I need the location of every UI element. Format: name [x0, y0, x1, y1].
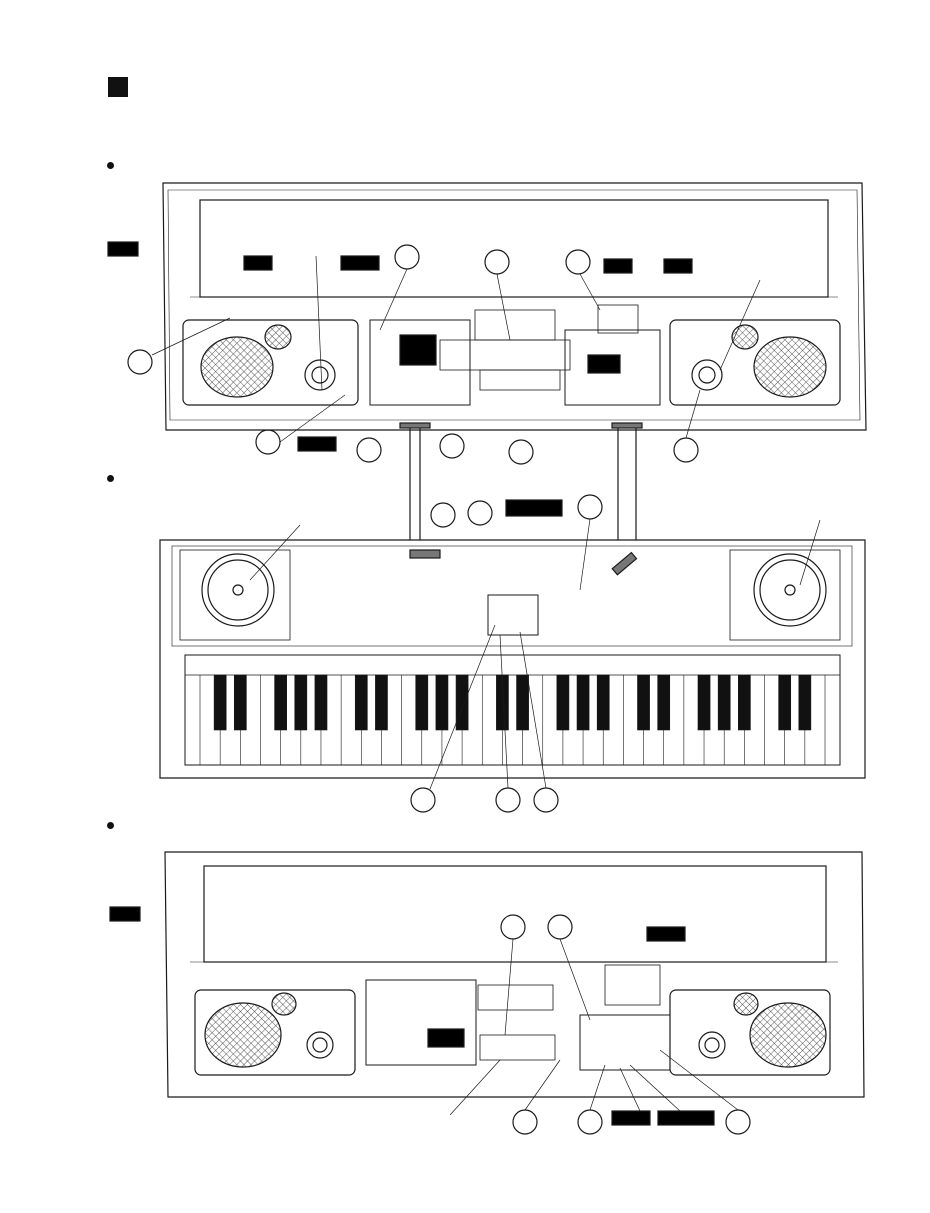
black-key	[233, 674, 247, 731]
black-key	[717, 674, 731, 731]
black-key	[657, 674, 671, 731]
black-key	[596, 674, 610, 731]
section-marker-square	[108, 77, 128, 97]
black-key	[213, 674, 227, 731]
keyboard	[184, 654, 841, 766]
black-key	[375, 674, 388, 731]
black-key	[294, 674, 308, 731]
middle-right-speaker	[729, 549, 841, 641]
bullet-view-1	[107, 162, 114, 169]
left-speaker	[182, 319, 359, 406]
black-key	[576, 674, 590, 731]
bottom-left-speaker	[194, 989, 356, 1076]
black-key	[314, 674, 328, 731]
bullet-view-3	[107, 822, 114, 829]
black-key	[637, 674, 650, 731]
black-key	[455, 674, 469, 731]
black-key	[435, 674, 449, 731]
view-1-drawing	[107, 182, 867, 565]
view-2-drawing	[159, 494, 866, 813]
bullet-view-2	[107, 475, 114, 482]
black-key	[415, 674, 429, 731]
black-key	[697, 674, 711, 731]
view-3-drawing	[109, 851, 865, 1135]
black-key	[354, 674, 368, 731]
black-key	[274, 674, 287, 731]
black-key	[738, 674, 751, 731]
black-key	[798, 674, 812, 731]
black-key	[556, 674, 570, 731]
middle-left-speaker	[179, 549, 291, 641]
black-key	[778, 674, 792, 731]
right-speaker	[669, 319, 841, 406]
black-key	[516, 674, 529, 731]
